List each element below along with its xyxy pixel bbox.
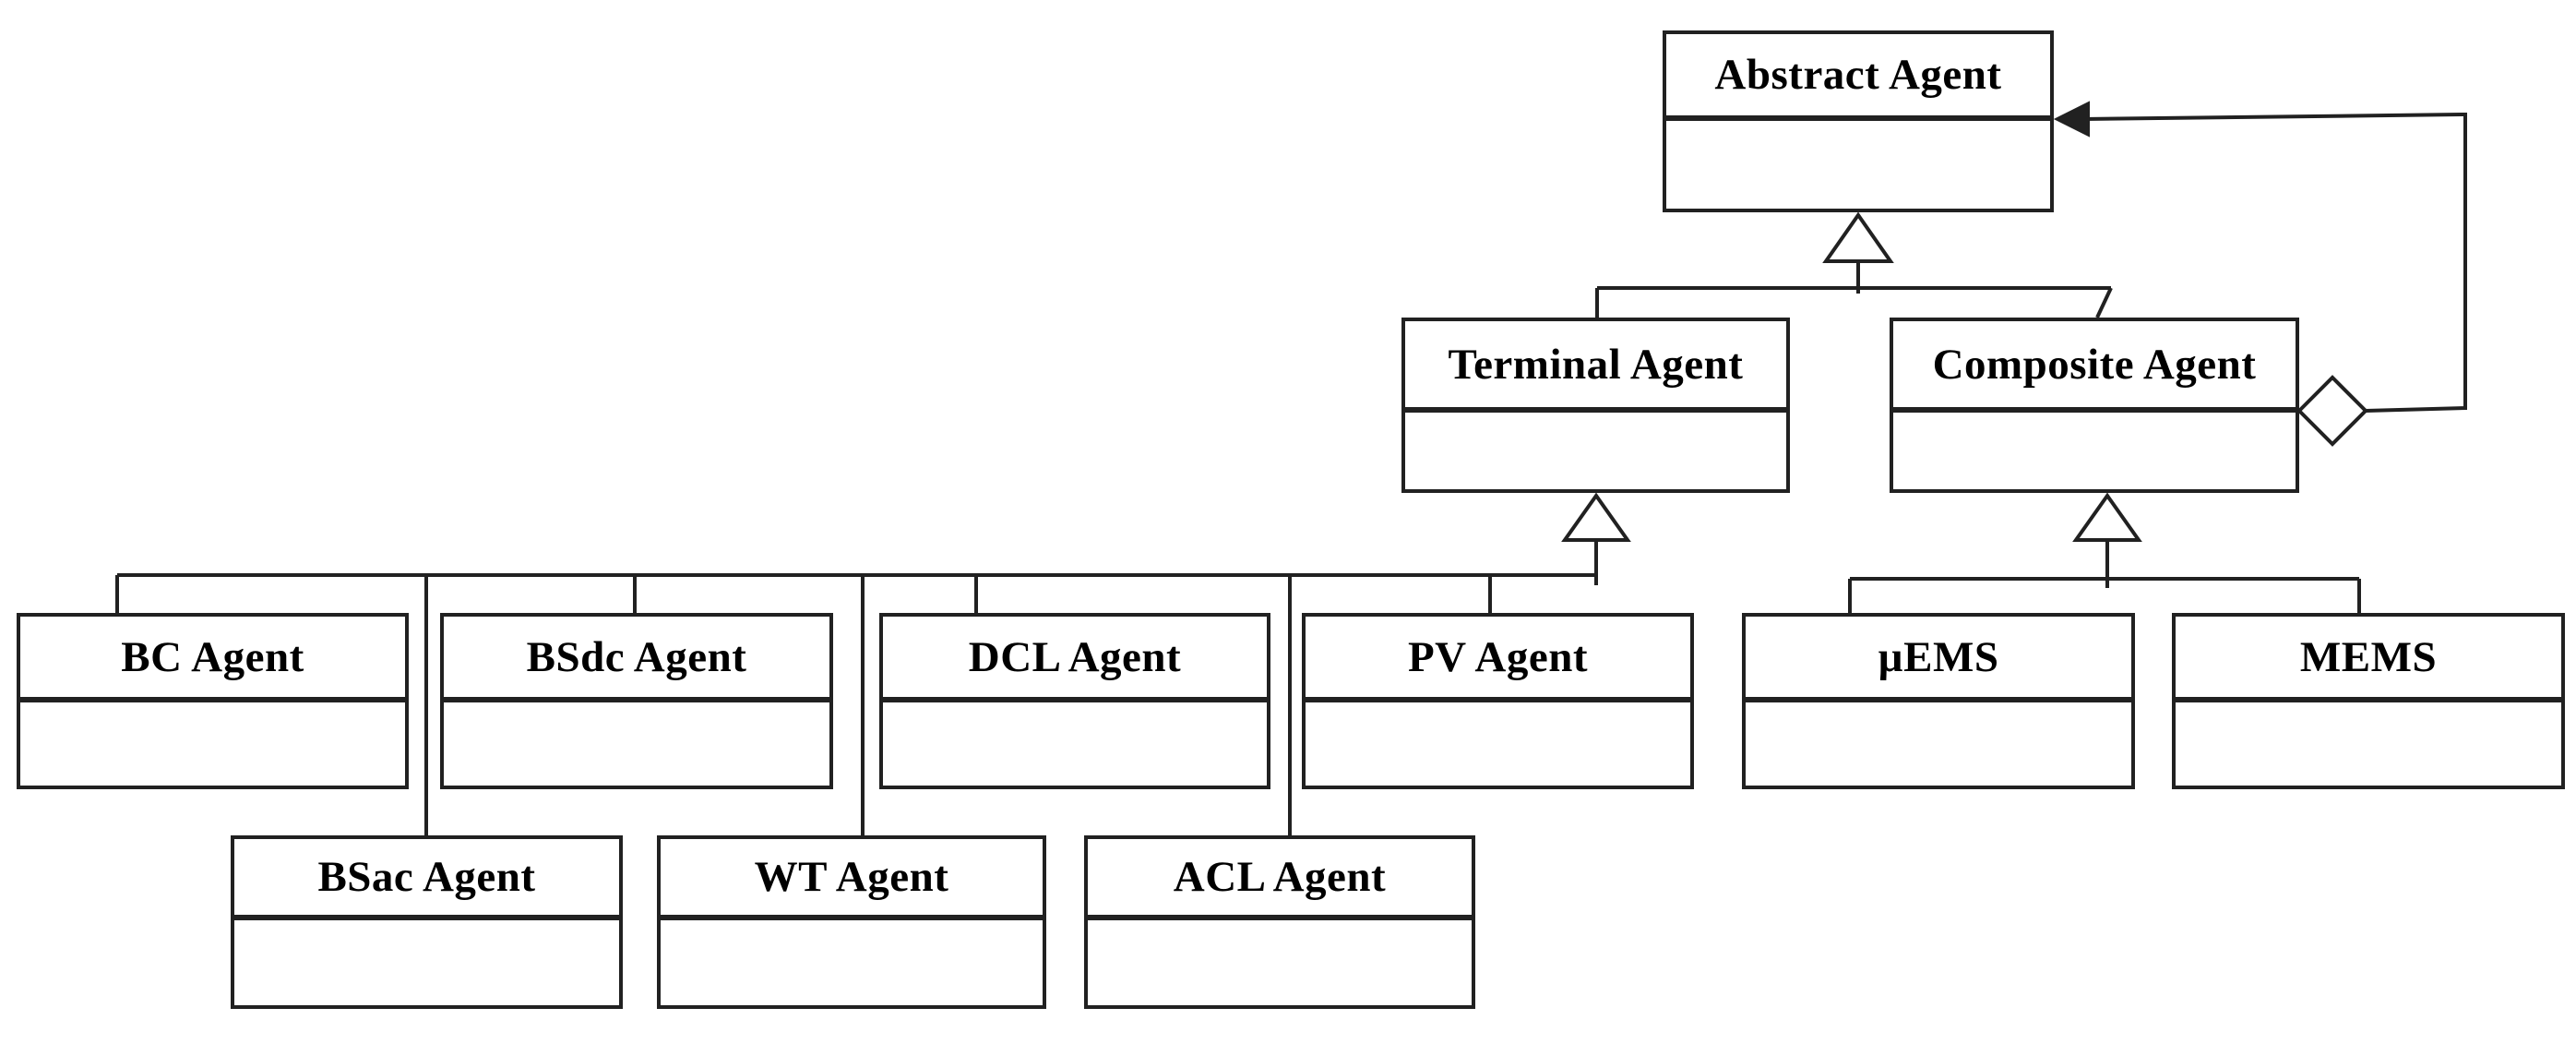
inheritance-triangle-abstract bbox=[1822, 211, 1894, 263]
class-name-pv-agent: PV Agent bbox=[1407, 632, 1589, 681]
class-name-bc-agent: BC Agent bbox=[121, 632, 304, 681]
class-title-compartment: WT Agent bbox=[661, 839, 1043, 920]
class-title-compartment: BSac Agent bbox=[234, 839, 619, 920]
class-box-bsdc-agent: BSdc Agent bbox=[440, 613, 833, 789]
class-name-wt-agent: WT Agent bbox=[754, 853, 949, 901]
class-box-wt-agent: WT Agent bbox=[657, 835, 1046, 1009]
class-title-compartment: ACL Agent bbox=[1088, 839, 1472, 920]
class-box-pv-agent: PV Agent bbox=[1302, 613, 1694, 789]
class-name-mems: MEMS bbox=[2299, 632, 2438, 681]
inheritance-triangle-composite bbox=[2072, 492, 2142, 542]
class-box-dcl-agent: DCL Agent bbox=[879, 613, 1270, 789]
drop-composite-agent bbox=[2095, 287, 2113, 318]
class-title-compartment: DCL Agent bbox=[883, 617, 1267, 702]
class-box-mems: MEMS bbox=[2172, 613, 2565, 789]
class-box-bc-agent: BC Agent bbox=[17, 613, 409, 789]
class-title-compartment: Abstract Agent bbox=[1666, 34, 2050, 121]
class-attribute-compartment bbox=[661, 920, 1043, 1005]
class-name-abstract-agent: Abstract Agent bbox=[1714, 51, 2002, 99]
class-title-compartment: Composite Agent bbox=[1893, 321, 2296, 413]
class-attribute-compartment bbox=[1088, 920, 1472, 1005]
class-name-uems: µEMS bbox=[1878, 632, 1999, 681]
class-name-dcl-agent: DCL Agent bbox=[968, 632, 1182, 681]
class-attribute-compartment bbox=[2176, 702, 2561, 786]
class-title-compartment: µEMS bbox=[1746, 617, 2131, 702]
class-title-compartment: BC Agent bbox=[20, 617, 405, 702]
class-title-compartment: BSdc Agent bbox=[444, 617, 829, 702]
class-box-composite-agent: Composite Agent bbox=[1890, 318, 2299, 493]
class-box-abstract-agent: Abstract Agent bbox=[1663, 30, 2054, 212]
inheritance-triangle-terminal bbox=[1561, 492, 1631, 542]
class-attribute-compartment bbox=[1405, 413, 1786, 489]
class-name-bsdc-agent: BSdc Agent bbox=[526, 632, 747, 681]
class-attribute-compartment bbox=[1306, 702, 1690, 786]
aggregation-line bbox=[2082, 112, 2467, 413]
class-name-acl-agent: ACL Agent bbox=[1173, 853, 1387, 901]
class-attribute-compartment bbox=[1746, 702, 2131, 786]
aggregation-diamond bbox=[2296, 375, 2368, 447]
class-attribute-compartment bbox=[234, 920, 619, 1005]
class-attribute-compartment bbox=[1666, 121, 2050, 209]
class-box-terminal-agent: Terminal Agent bbox=[1401, 318, 1790, 493]
class-title-compartment: PV Agent bbox=[1306, 617, 1690, 702]
class-name-composite-agent: Composite Agent bbox=[1932, 340, 2257, 389]
class-name-bsac-agent: BSac Agent bbox=[317, 853, 536, 901]
class-attribute-compartment bbox=[1893, 413, 2296, 489]
class-attribute-compartment bbox=[444, 702, 829, 786]
aggregation-arrowhead bbox=[2053, 101, 2090, 138]
class-name-terminal-agent: Terminal Agent bbox=[1448, 340, 1744, 389]
class-attribute-compartment bbox=[20, 702, 405, 786]
class-attribute-compartment bbox=[883, 702, 1267, 786]
class-box-bsac-agent: BSac Agent bbox=[231, 835, 623, 1009]
class-box-acl-agent: ACL Agent bbox=[1084, 835, 1475, 1009]
class-title-compartment: Terminal Agent bbox=[1405, 321, 1786, 413]
class-title-compartment: MEMS bbox=[2176, 617, 2561, 702]
class-box-uems: µEMS bbox=[1742, 613, 2135, 789]
